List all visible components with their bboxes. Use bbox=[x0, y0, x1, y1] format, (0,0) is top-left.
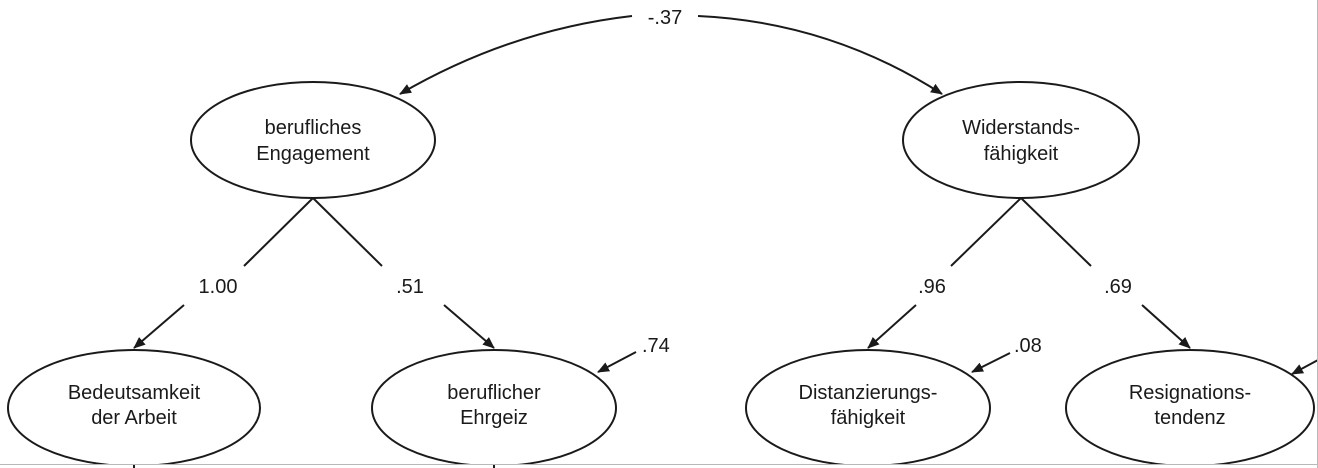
indicator-resignation-label-line1: Resignations- bbox=[1129, 382, 1251, 404]
correlation-curve-right bbox=[697, 15, 943, 95]
path-engagement-to-ambition-lower bbox=[443, 304, 495, 349]
indicator-ambition-label-line2: Ehrgeiz bbox=[460, 407, 528, 429]
residual-arrow-ambition bbox=[597, 351, 637, 373]
indicator-distancing-label-line1: Distanzierungs- bbox=[799, 382, 938, 404]
indicator-meaning-label-line1: Bedeutsamkeit bbox=[68, 382, 201, 404]
path-engagement-to-meaning-upper bbox=[243, 197, 314, 267]
indicator-meaning-label-line2: der Arbeit bbox=[91, 407, 177, 429]
indicator-distanzierungsfaehigkeit: Distanzierungs- fähigkeit bbox=[745, 349, 991, 467]
indicator-beruflicher-ehrgeiz: beruflicher Ehrgeiz bbox=[371, 349, 617, 467]
loading-resilience-distancing: .96 bbox=[918, 276, 946, 298]
factor-engagement-label-line1: berufliches bbox=[265, 117, 362, 139]
indicator-resignationstendenz: Resignations- tendenz bbox=[1065, 349, 1315, 467]
factor-widerstandsfaehigkeit: Widerstands- fähigkeit bbox=[902, 81, 1140, 199]
loading-engagement-meaning: 1.00 bbox=[199, 276, 238, 298]
factor-berufliches-engagement: berufliches Engagement bbox=[190, 81, 436, 199]
residual-arrow-resignation bbox=[1291, 359, 1318, 375]
loading-engagement-ambition: .51 bbox=[396, 276, 424, 298]
path-resilience-to-resignation-upper bbox=[1020, 197, 1092, 267]
path-resilience-to-distancing-lower bbox=[867, 304, 917, 349]
factor-resilience-label-line1: Widerstands- bbox=[962, 117, 1080, 139]
correlation-coefficient: -.37 bbox=[648, 7, 682, 29]
indicator-bedeutsamkeit-der-arbeit: Bedeutsamkeit der Arbeit bbox=[7, 349, 261, 467]
path-engagement-to-ambition-upper bbox=[312, 197, 383, 267]
bottom-crop-strip bbox=[0, 464, 1318, 468]
indicator-resignation-label-line2: tendenz bbox=[1154, 407, 1225, 429]
path-engagement-to-meaning-lower bbox=[133, 304, 185, 349]
factor-resilience-label-line2: fähigkeit bbox=[984, 143, 1059, 165]
path-resilience-to-resignation-lower bbox=[1141, 304, 1191, 349]
loading-resilience-resignation: .69 bbox=[1104, 276, 1132, 298]
residual-distancing: .08 bbox=[1014, 335, 1042, 357]
path-resilience-to-distancing-upper bbox=[950, 197, 1022, 267]
indicator-distancing-label-line2: fähigkeit bbox=[831, 407, 906, 429]
correlation-curve-left bbox=[399, 15, 633, 95]
indicator-ambition-label-line1: beruflicher bbox=[447, 382, 541, 404]
residual-arrow-distancing bbox=[971, 352, 1011, 373]
residual-ambition: .74 bbox=[642, 335, 670, 357]
factor-engagement-label-line2: Engagement bbox=[256, 143, 370, 165]
